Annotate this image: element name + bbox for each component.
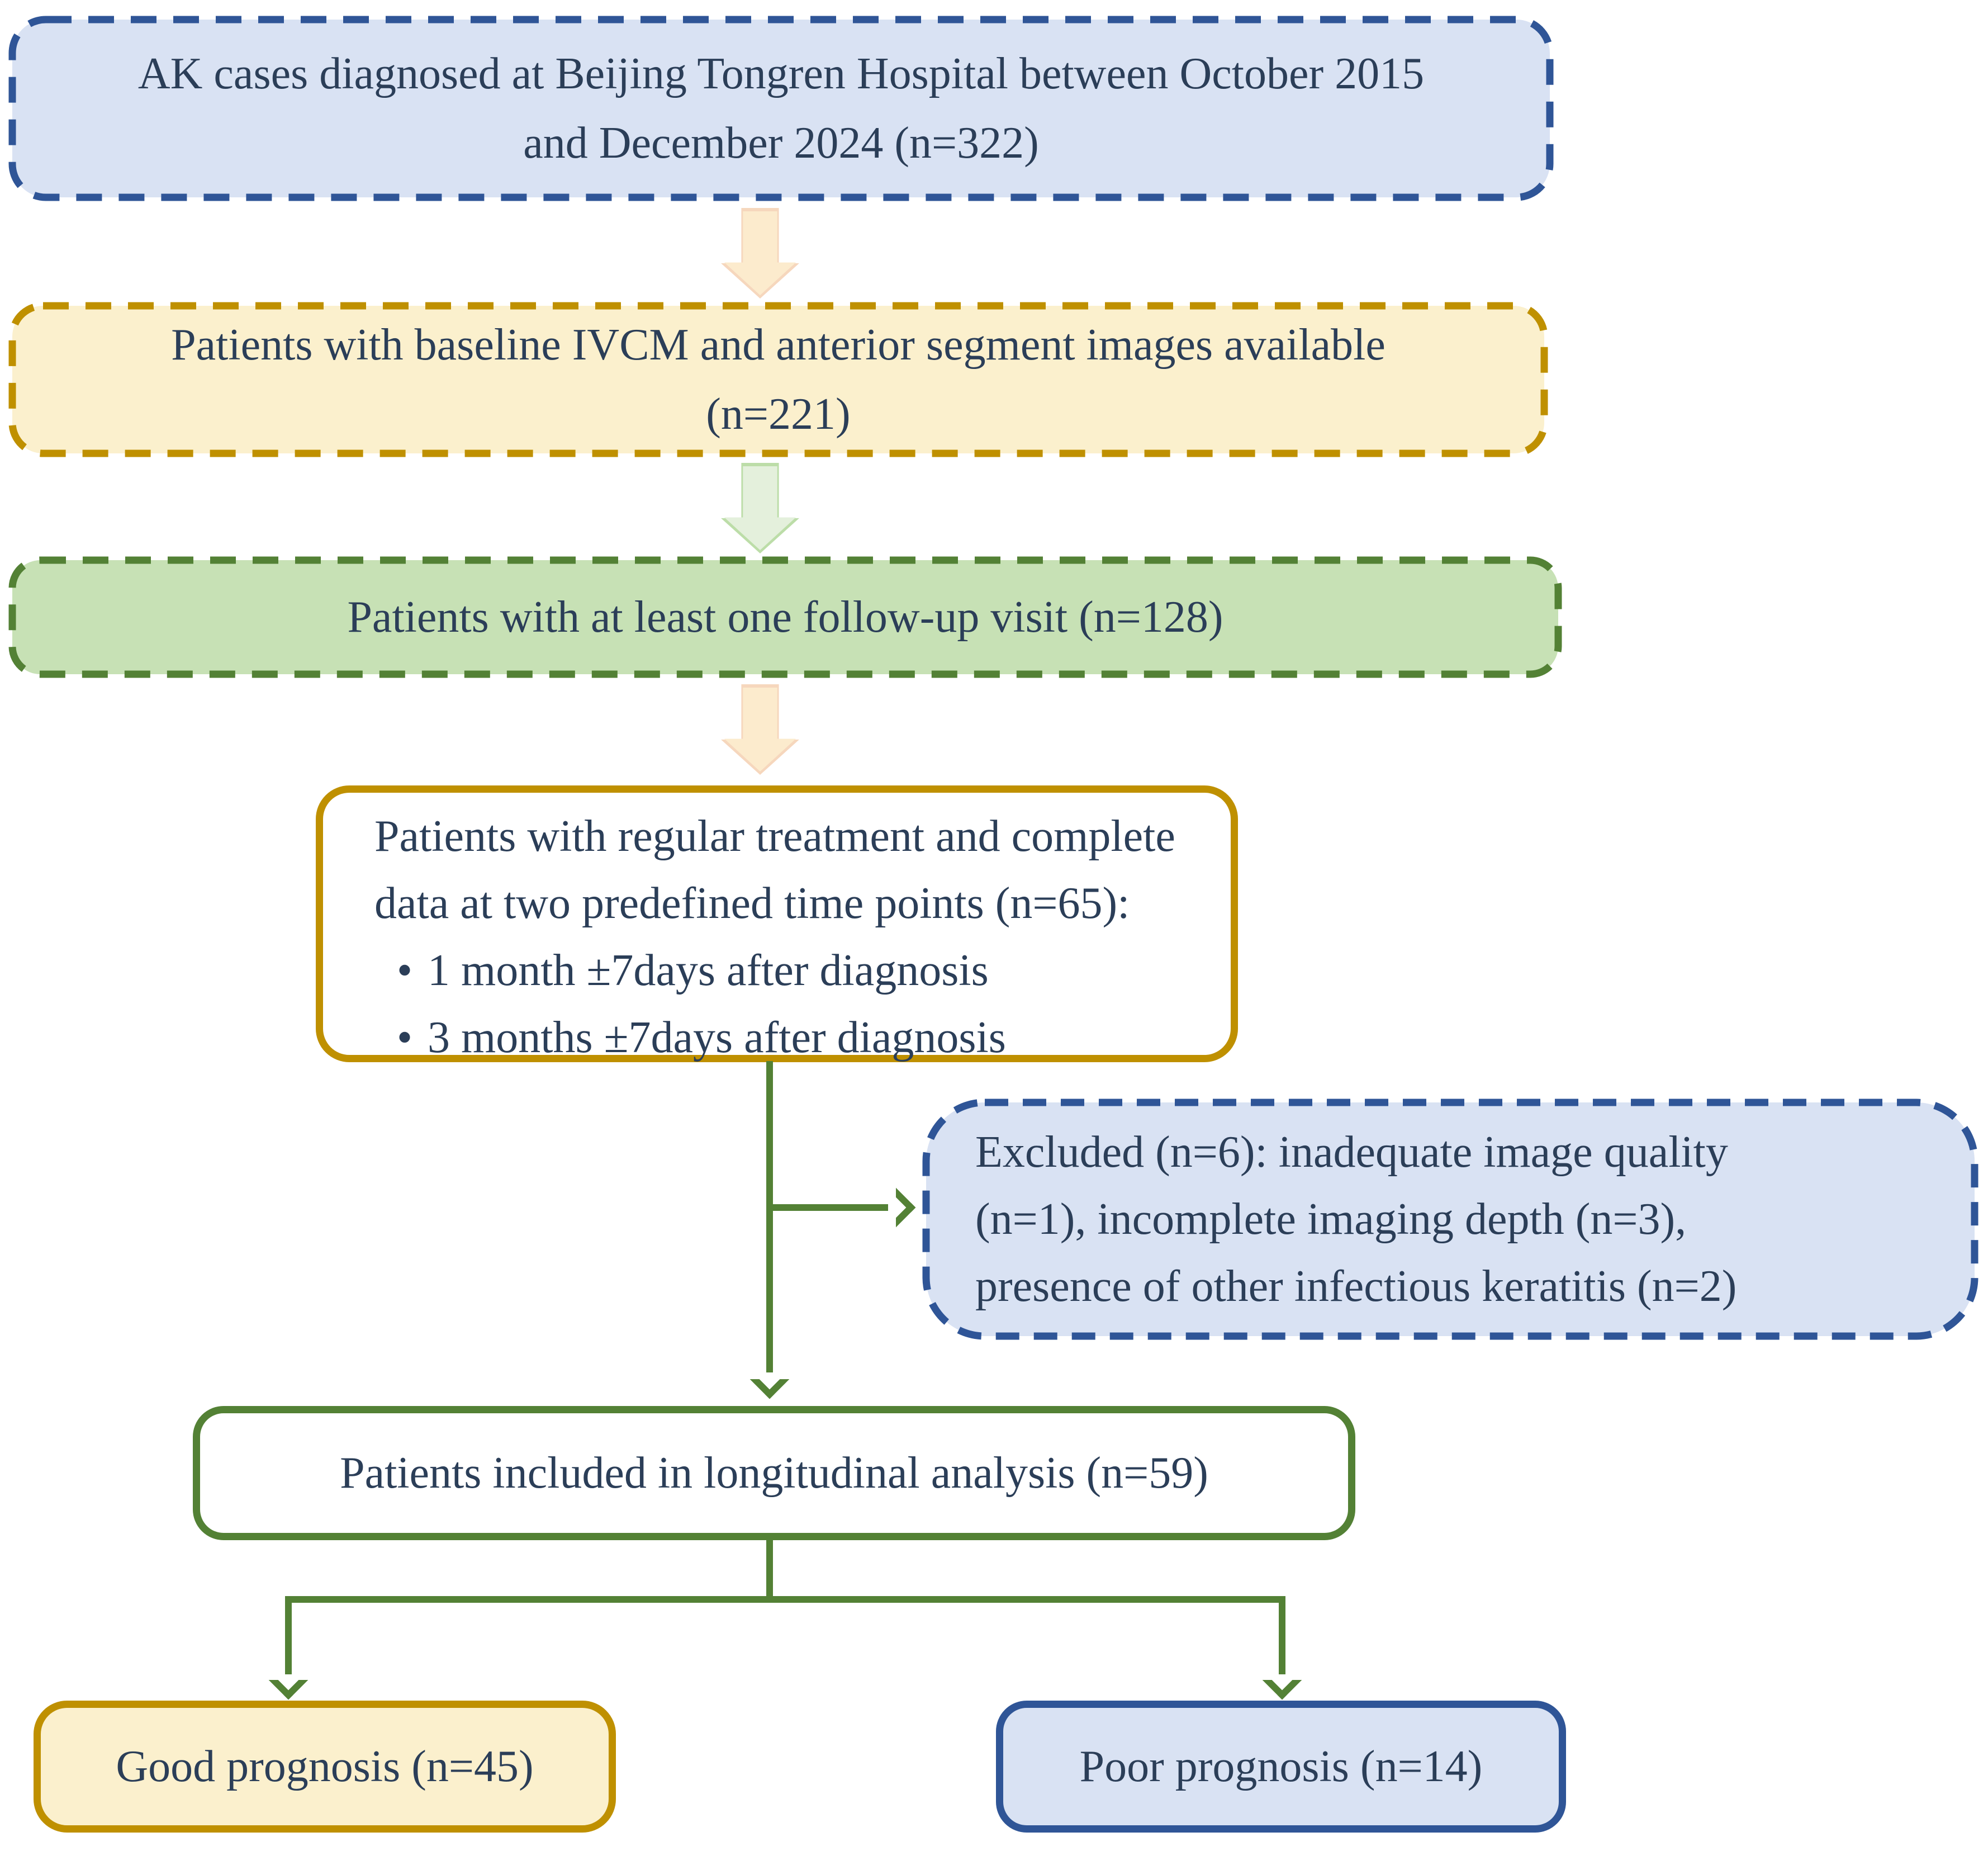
connector-stub-included <box>766 1539 773 1603</box>
box-poor-prognosis-text: Poor prognosis (n=14) <box>1079 1742 1483 1791</box>
box-good-prognosis: Good prognosis (n=45) <box>34 1701 616 1833</box>
box-regular-treatment-content: Patients with regular treatment and comp… <box>323 793 1231 1062</box>
box-included-analysis-text: Patients included in longitudinal analys… <box>340 1448 1208 1498</box>
box-followup-visit-border <box>8 556 1562 678</box>
box-regular-treatment: Patients with regular treatment and comp… <box>316 785 1238 1062</box>
bullet-item-2: • 3 months ±7days after diagnosis <box>374 1004 1200 1071</box>
bullet-item-2-text: 3 months ±7days after diagnosis <box>428 1013 1006 1062</box>
box-ak-cases: AK cases diagnosed at Beijing Tongren Ho… <box>8 16 1554 201</box>
bullet-icon: • <box>397 946 413 995</box>
box-excluded-text: Excluded (n=6): inadequate image quality… <box>975 1128 1737 1311</box>
arrowhead-down-included-icon <box>749 1359 790 1399</box>
box-ak-cases-text: AK cases diagnosed at Beijing Tongren Ho… <box>137 49 1425 168</box>
box-followup-visit: Patients with at least one follow-up vis… <box>8 556 1562 678</box>
bullet-item-1-text: 1 month ±7days after diagnosis <box>428 946 989 995</box>
connector-drop-good <box>285 1596 292 1674</box>
box-excluded-border <box>922 1099 1978 1340</box>
bullet-item-1: • 1 month ±7days after diagnosis <box>374 937 1200 1004</box>
connector-drop-poor <box>1279 1596 1285 1674</box>
box-baseline-images-border <box>8 302 1548 457</box>
box-baseline-images-text: Patients with baseline IVCM and anterior… <box>171 320 1386 439</box>
arrowhead-down-poor-icon <box>1262 1660 1302 1700</box>
bullet-icon: • <box>397 1013 413 1062</box>
box-regular-treatment-intro: Patients with regular treatment and comp… <box>374 812 1175 928</box>
connector-branch-excluded <box>770 1204 888 1211</box>
arrowhead-down-good-icon <box>268 1660 309 1700</box>
box-ak-cases-border <box>8 16 1554 201</box>
arrowhead-right-excluded-icon <box>876 1187 916 1228</box>
down-block-arrow-3-icon <box>721 684 799 775</box>
connector-horizontal-split <box>285 1596 1285 1603</box>
box-poor-prognosis: Poor prognosis (n=14) <box>996 1701 1566 1833</box>
down-block-arrow-1-icon <box>721 208 799 299</box>
connector-vertical-main <box>766 1061 773 1372</box>
box-excluded: Excluded (n=6): inadequate image quality… <box>922 1099 1978 1340</box>
box-followup-visit-text: Patients with at least one follow-up vis… <box>347 593 1223 642</box>
down-block-arrow-2-icon <box>721 463 799 553</box>
box-included-analysis: Patients included in longitudinal analys… <box>193 1406 1355 1540</box>
box-baseline-images: Patients with baseline IVCM and anterior… <box>8 302 1548 457</box>
box-good-prognosis-text: Good prognosis (n=45) <box>116 1742 534 1791</box>
